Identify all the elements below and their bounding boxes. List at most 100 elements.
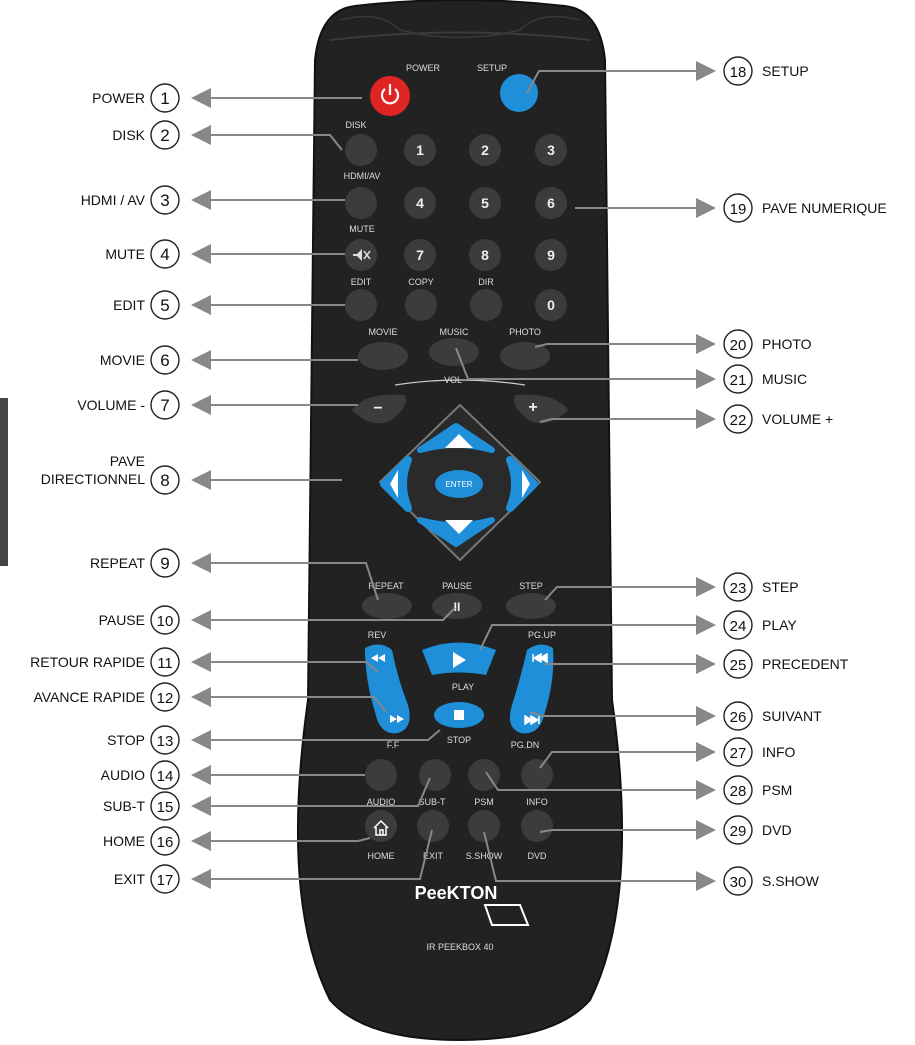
callout-label: VOLUME - bbox=[77, 397, 145, 413]
callout-label: DIRECTIONNEL bbox=[41, 471, 145, 487]
rewind-icon bbox=[371, 654, 385, 662]
audio-button[interactable] bbox=[365, 759, 397, 791]
digit-button-8[interactable] bbox=[469, 239, 501, 271]
callout-number: 30 bbox=[730, 874, 747, 891]
callout-number: 14 bbox=[157, 768, 174, 785]
callout-arrow bbox=[544, 577, 716, 601]
sshow-label: S.SHOW bbox=[466, 851, 503, 861]
pgup-label: PG.UP bbox=[528, 630, 556, 640]
callout-arrow bbox=[191, 729, 441, 750]
callout-number-circle bbox=[150, 864, 180, 894]
hdmi-av-button[interactable] bbox=[345, 187, 377, 219]
psm-button[interactable] bbox=[468, 759, 500, 791]
callout-number: 1 bbox=[160, 89, 169, 108]
subt-label: SUB-T bbox=[419, 797, 447, 807]
play-label: PLAY bbox=[452, 682, 474, 692]
volume-minus-button[interactable] bbox=[352, 394, 407, 424]
movie-button[interactable] bbox=[358, 342, 408, 370]
callout-label: MOVIE bbox=[100, 352, 145, 368]
callout-number: 18 bbox=[730, 64, 747, 81]
volume-minus-label: − bbox=[373, 400, 382, 417]
digit-label-0: 0 bbox=[547, 297, 555, 313]
up-arrow-icon bbox=[445, 434, 473, 448]
pause-button[interactable] bbox=[432, 593, 482, 619]
setup-button[interactable] bbox=[500, 74, 538, 112]
skip-previous-icon bbox=[532, 652, 548, 664]
callout-arrow bbox=[455, 347, 716, 389]
callout-number-circle bbox=[723, 56, 753, 86]
exit-button[interactable] bbox=[417, 810, 449, 842]
digit-button-7[interactable] bbox=[404, 239, 436, 271]
digit-button-4[interactable] bbox=[404, 187, 436, 219]
callout-label: PHOTO bbox=[762, 336, 812, 352]
callout-number: 9 bbox=[160, 554, 169, 573]
callout-arrow bbox=[191, 777, 431, 816]
callout-number-circle bbox=[150, 605, 180, 635]
digit-button-2[interactable] bbox=[469, 134, 501, 166]
power-button[interactable] bbox=[370, 76, 410, 116]
rev-label: REV bbox=[368, 630, 387, 640]
enter-label: ENTER bbox=[445, 480, 472, 489]
disk-button[interactable] bbox=[345, 134, 377, 166]
brand-logo-mark bbox=[483, 904, 530, 926]
callout-label: S.SHOW bbox=[762, 873, 820, 889]
digit-button-1[interactable] bbox=[404, 134, 436, 166]
copy-button[interactable] bbox=[405, 289, 437, 321]
music-label: MUSIC bbox=[440, 327, 470, 337]
callout-number-circle bbox=[723, 404, 753, 434]
callout-number-circle bbox=[150, 682, 180, 712]
edit-button[interactable] bbox=[345, 289, 377, 321]
mute-speaker-icon bbox=[353, 249, 362, 261]
callout-arrow bbox=[485, 771, 716, 800]
callout-arrow bbox=[483, 831, 716, 891]
home-button[interactable] bbox=[365, 810, 397, 842]
callout-number: 12 bbox=[157, 690, 174, 707]
digit-label-2: 2 bbox=[481, 142, 489, 158]
callout-label: SUB-T bbox=[103, 798, 145, 814]
play-icon bbox=[453, 652, 466, 668]
down-arrow-icon bbox=[445, 520, 473, 534]
digit-label-4: 4 bbox=[416, 195, 424, 211]
music-button[interactable] bbox=[429, 338, 479, 366]
callout-number: 27 bbox=[730, 745, 747, 762]
sshow-button[interactable] bbox=[468, 810, 500, 842]
info-button[interactable] bbox=[521, 759, 553, 791]
callout-number-circle bbox=[150, 725, 180, 755]
volume-plus-button[interactable] bbox=[513, 394, 568, 424]
vol-bracket bbox=[394, 379, 526, 386]
subt-button[interactable] bbox=[419, 759, 451, 791]
callout-number-circle bbox=[723, 610, 753, 640]
prev-next-rocker[interactable] bbox=[509, 644, 554, 734]
digit-button-3[interactable] bbox=[535, 134, 567, 166]
digit-button-9[interactable] bbox=[535, 239, 567, 271]
dir-button[interactable] bbox=[470, 289, 502, 321]
callout-number: 7 bbox=[160, 396, 169, 415]
repeat-button[interactable] bbox=[362, 593, 412, 619]
pause-label: PAUSE bbox=[442, 581, 472, 591]
remote-top-ridge-2 bbox=[339, 15, 581, 39]
callout-label: PLAY bbox=[762, 617, 797, 633]
digit-button-6[interactable] bbox=[535, 187, 567, 219]
info-label: INFO bbox=[526, 797, 548, 807]
dvd-button[interactable] bbox=[521, 810, 553, 842]
callout-label: RETOUR RAPIDE bbox=[30, 654, 145, 670]
callout-label: STOP bbox=[107, 732, 145, 748]
enter-button[interactable] bbox=[435, 470, 483, 498]
digit-label-3: 3 bbox=[547, 142, 555, 158]
digit-button-5[interactable] bbox=[469, 187, 501, 219]
rev-ff-rocker[interactable] bbox=[365, 644, 410, 734]
callout-label: STEP bbox=[762, 579, 799, 595]
left-arrow-icon bbox=[390, 470, 398, 498]
mute-label: MUTE bbox=[349, 224, 375, 234]
step-button[interactable] bbox=[506, 593, 556, 619]
callout-number-circle bbox=[150, 185, 180, 215]
digit-label-8: 8 bbox=[481, 247, 489, 263]
callout-label: DVD bbox=[762, 822, 792, 838]
digit-button-0[interactable] bbox=[535, 289, 567, 321]
callout-number-circle bbox=[150, 390, 180, 420]
photo-button[interactable] bbox=[500, 342, 550, 370]
vol-label: VOL bbox=[444, 375, 462, 385]
callout-label: AUDIO bbox=[101, 767, 145, 783]
callout-number: 25 bbox=[730, 657, 747, 674]
remote-top-ridge bbox=[329, 31, 591, 41]
